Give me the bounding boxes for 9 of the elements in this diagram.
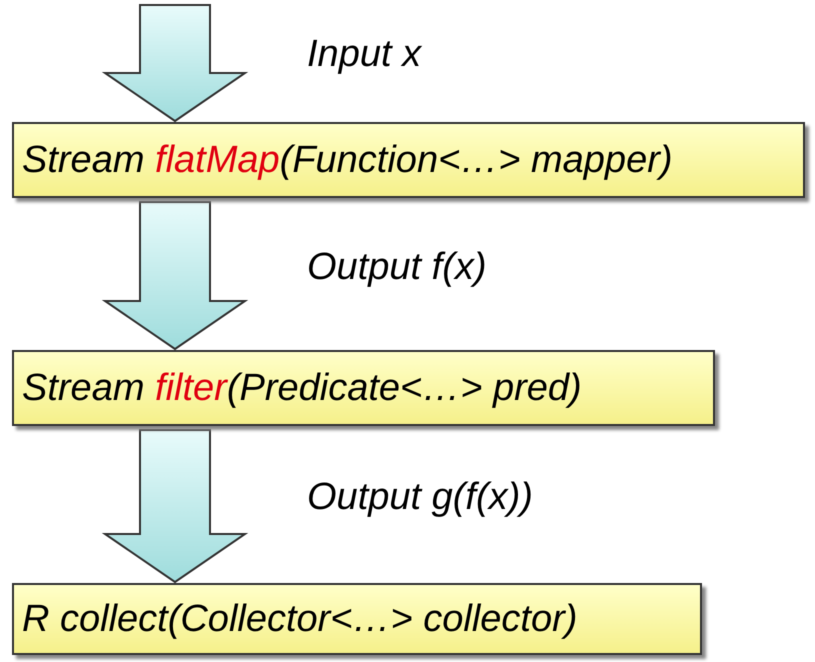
block-arrow bbox=[102, 4, 248, 122]
block-arrow bbox=[102, 201, 248, 350]
method-box: R collect(Collector<…> collector) bbox=[12, 583, 702, 655]
method-box: Stream filter(Predicate<…> pred) bbox=[12, 350, 715, 426]
edge-label: Input x bbox=[307, 33, 422, 76]
edge-label: Output g(f(x)) bbox=[307, 476, 533, 519]
method-box: Stream flatMap(Function<…> mapper) bbox=[12, 122, 805, 198]
edge-label: Output f(x) bbox=[307, 246, 486, 288]
block-arrow bbox=[102, 429, 248, 584]
